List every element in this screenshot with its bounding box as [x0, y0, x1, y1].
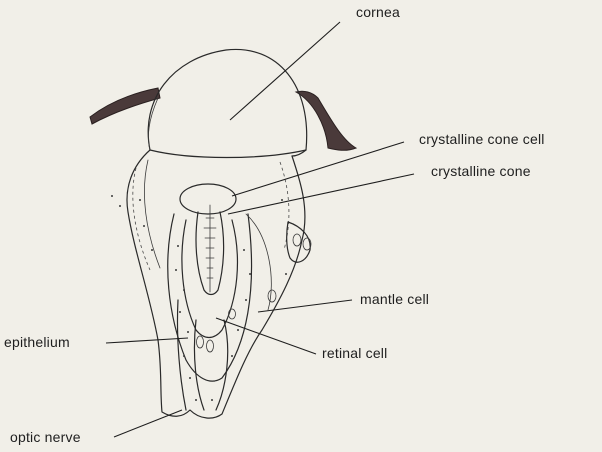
- leader-epithelium: [106, 338, 188, 343]
- label-retinal-cell: retinal cell: [322, 345, 387, 361]
- label-crystalline-cone-cell: crystalline cone cell: [419, 131, 545, 147]
- crystalline-cone-cell-shape: [180, 184, 236, 214]
- cornea-base: [150, 150, 306, 158]
- stipple: [111, 195, 287, 401]
- nucleus-1: [293, 234, 301, 246]
- leader-crystalline-cone-cell: [232, 142, 404, 196]
- label-mantle-cell: mantle cell: [360, 291, 429, 307]
- nucleus-4: [197, 336, 204, 348]
- retinal-band-left: [177, 300, 186, 410]
- cornea-side-left: [148, 98, 158, 150]
- leader-optic-nerve: [114, 410, 182, 437]
- side-contour-right: [280, 162, 289, 250]
- ommatidium-outline: [127, 150, 305, 418]
- leader-cornea: [230, 22, 340, 120]
- label-optic-nerve: optic nerve: [10, 429, 81, 445]
- label-epithelium: epithelium: [4, 334, 70, 350]
- nucleus-3: [268, 290, 276, 302]
- nucleus-5: [207, 340, 214, 352]
- label-crystalline-cone: crystalline cone: [431, 163, 531, 179]
- side-contour-left-b: [144, 160, 160, 268]
- label-cornea: cornea: [356, 4, 400, 20]
- cornea-shape: [148, 49, 307, 156]
- retinal-band-right: [216, 320, 228, 410]
- leader-crystalline-cone: [228, 174, 414, 214]
- side-contour-left: [133, 168, 150, 270]
- pigment-right: [296, 91, 356, 150]
